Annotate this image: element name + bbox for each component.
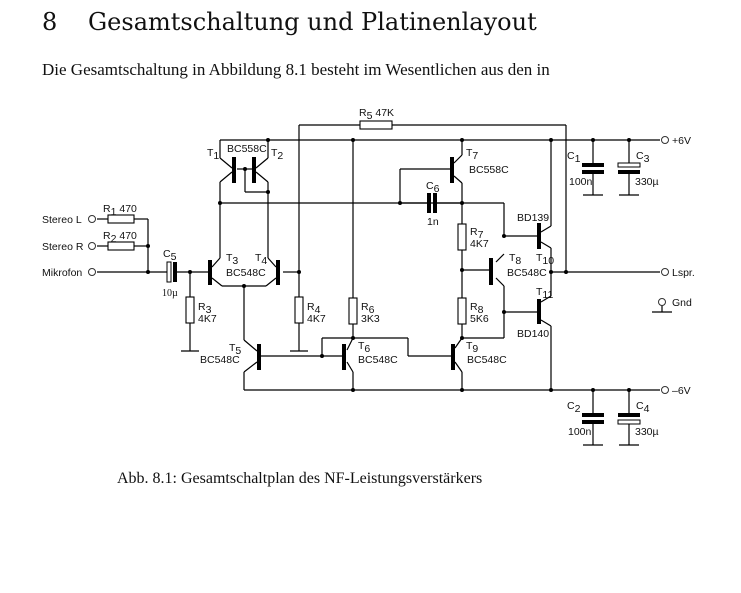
capacitor-c2 — [582, 413, 604, 417]
label-stereo-l: Stereo L — [42, 214, 82, 226]
capacitor-bodies — [166, 162, 641, 425]
label-plus6v: +6V — [672, 135, 691, 147]
label-c3: C3 — [636, 150, 650, 165]
label-r3: R3 — [198, 301, 212, 316]
capacitor-c4 — [618, 413, 640, 417]
value-c1: 100n — [569, 176, 593, 188]
part-t11: BD140 — [517, 328, 549, 340]
junction-dots — [146, 138, 631, 392]
terminal-plus6v — [661, 136, 669, 144]
value-c6: 1n — [427, 216, 439, 228]
label-mikrofon: Mikrofon — [42, 267, 82, 279]
value-r7: 4K7 — [470, 238, 489, 250]
section-heading: 8 Gesamtschaltung und Platinenlayout — [42, 8, 537, 36]
label-c1: C1 — [567, 150, 581, 165]
resistor-bodies — [107, 120, 467, 325]
body-paragraph: Die Gesamtschaltung in Abbildung 8.1 bes… — [42, 60, 550, 79]
terminal-minus6v — [661, 386, 669, 394]
resistor-r3 — [185, 296, 195, 324]
label-t10: T10 — [536, 252, 554, 267]
label-t3: T3 — [226, 252, 238, 267]
value-c4: 330µ — [635, 426, 659, 438]
part-t6: BC548C — [358, 354, 398, 366]
label-t1: T1 — [207, 147, 219, 162]
label-t5: T5 — [229, 342, 241, 357]
value-c5: 10µ — [162, 288, 178, 299]
label-r1: R1 470 — [103, 203, 137, 218]
label-r2: R2 470 — [103, 230, 137, 245]
part-t5: BC548C — [200, 354, 240, 366]
label-gnd: Gnd — [672, 297, 692, 309]
labels: Stereo L Stereo R Mikrofon +6V Lspr. Gnd… — [42, 107, 695, 438]
label-c6: C6 — [426, 180, 440, 195]
terminal-stereo-l — [88, 215, 96, 223]
section-title: Gesamtschaltung und Platinenlayout — [88, 8, 537, 36]
label-t6: T6 — [358, 340, 370, 355]
label-r5: R5 47K — [359, 107, 394, 122]
capacitor-c3 — [617, 162, 641, 168]
label-t7: T7 — [466, 147, 478, 162]
transistor-bars — [208, 157, 541, 370]
terminal-gnd — [658, 298, 666, 306]
section-number: 8 — [42, 8, 58, 36]
value-c3: 330µ — [635, 176, 659, 188]
part-t7: BC558C — [469, 164, 509, 176]
label-lspr: Lspr. — [672, 267, 695, 279]
label-t8: T8 — [509, 252, 521, 267]
resistor-r5 — [359, 120, 393, 130]
terminals — [88, 136, 669, 394]
value-c2: 100n — [568, 426, 592, 438]
resistor-r2 — [107, 241, 135, 251]
part-t3-t4: BC548C — [226, 267, 266, 279]
capacitor-c6 — [427, 193, 431, 213]
terminal-lspr — [661, 268, 669, 276]
terminal-mikrofon — [88, 268, 96, 276]
capacitor-c1 — [582, 163, 604, 167]
wires — [97, 124, 672, 446]
label-r8: R8 — [470, 301, 484, 316]
label-c2: C2 — [567, 400, 581, 415]
part-t8: BC548C — [507, 267, 547, 279]
label-r7: R7 — [470, 226, 484, 241]
label-t4: T4 — [255, 252, 267, 267]
part-t9: BC548C — [467, 354, 507, 366]
label-c4: C4 — [636, 400, 650, 415]
figure-caption: Abb. 8.1: Gesamtschaltplan des NF-Leistu… — [117, 470, 483, 487]
label-stereo-r: Stereo R — [42, 241, 84, 253]
value-r4: 4K7 — [307, 313, 326, 325]
resistor-r6 — [348, 297, 358, 325]
terminal-stereo-r — [88, 242, 96, 250]
label-t11: T11 — [536, 286, 553, 301]
label-r6: R6 — [361, 301, 375, 316]
resistor-r8 — [457, 297, 467, 325]
resistor-r1 — [107, 214, 135, 224]
capacitor-c5 — [166, 261, 172, 283]
label-minus6v: –6V — [672, 385, 691, 397]
value-r8: 5K6 — [470, 313, 489, 325]
value-r3: 4K7 — [198, 313, 217, 325]
label-c5: C5 — [163, 248, 177, 263]
resistor-r4 — [294, 296, 304, 324]
resistor-r7 — [457, 223, 467, 251]
part-t1-t2: BC558C — [227, 143, 267, 155]
label-t2: T2 — [271, 147, 283, 162]
value-r6: 3K3 — [361, 313, 380, 325]
label-r4: R4 — [307, 301, 321, 316]
label-t9: T9 — [466, 340, 478, 355]
part-t10: BD139 — [517, 212, 549, 224]
